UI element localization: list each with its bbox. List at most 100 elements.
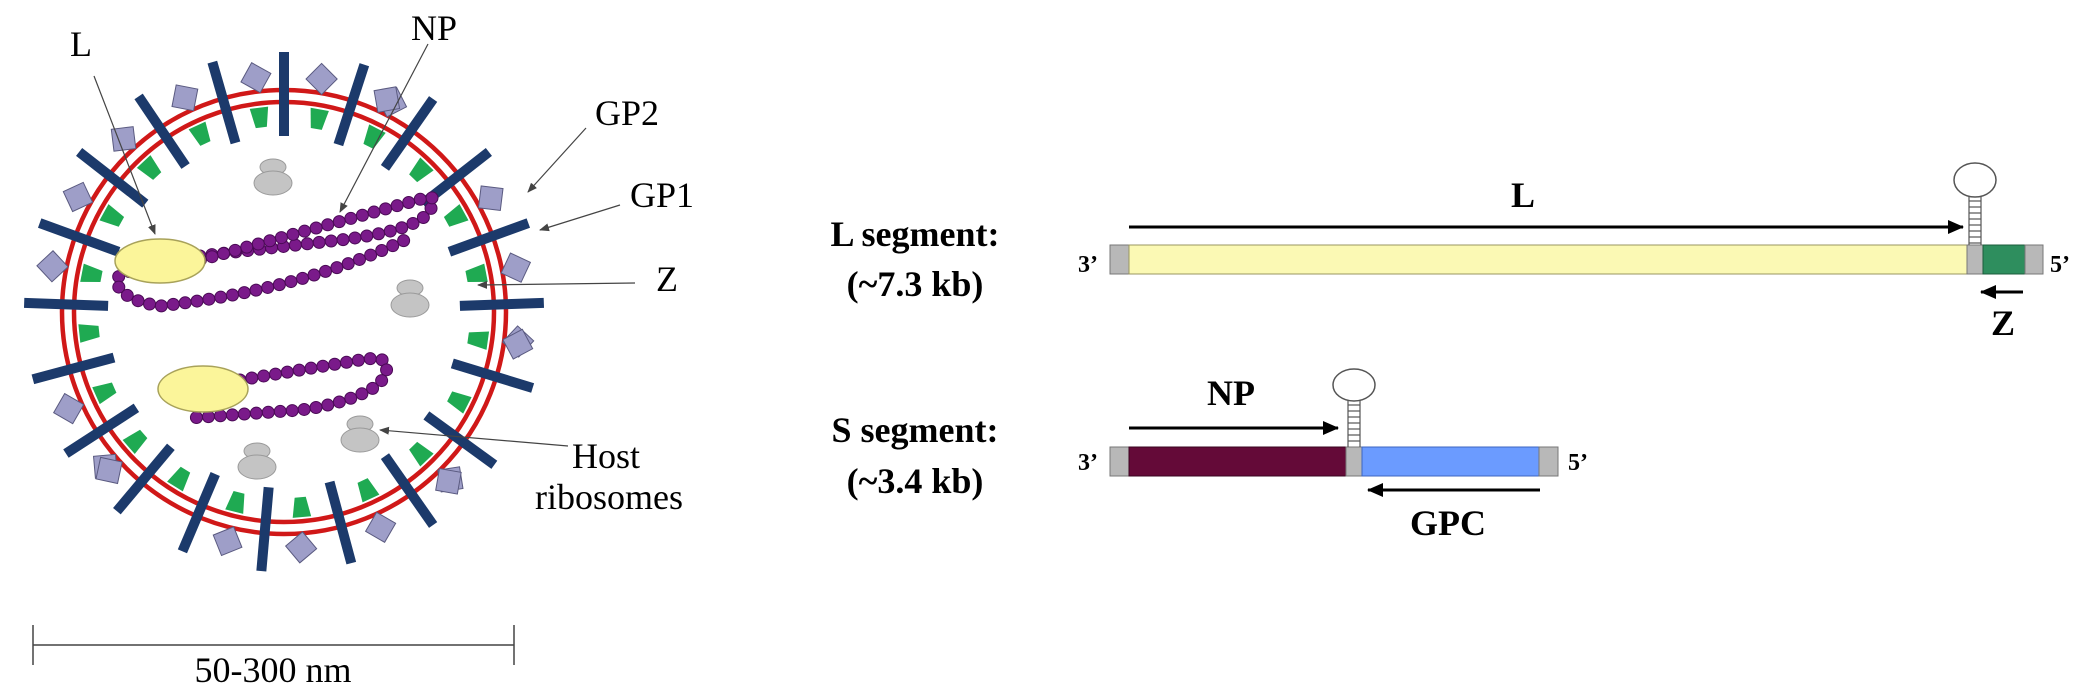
gp1-subunit <box>95 456 123 485</box>
np-bead <box>307 268 321 282</box>
z-protein <box>465 263 488 283</box>
z-protein <box>122 429 148 455</box>
gp2-stalk <box>423 411 498 469</box>
gp2-stalk <box>207 60 241 145</box>
np-bead <box>383 224 397 238</box>
z-gene-bar <box>1982 244 2026 275</box>
label-host-line1: Host <box>572 436 640 476</box>
z-protein <box>357 478 380 503</box>
np-bead <box>286 227 300 241</box>
gp-spike <box>76 126 149 208</box>
np-bead <box>261 405 275 419</box>
gp2-stalk <box>256 486 274 572</box>
np-bead <box>341 257 355 271</box>
callout-l <box>93 75 156 235</box>
gp1-subunit <box>373 86 401 113</box>
gpc-gene-bar <box>1361 446 1540 477</box>
gp-spike <box>447 218 532 283</box>
z-protein <box>136 155 162 180</box>
np-bead <box>390 199 404 213</box>
gp-spike <box>450 328 535 393</box>
s-intergenic <box>1345 446 1363 477</box>
host-ribosome <box>340 415 380 453</box>
np-bead <box>257 369 271 383</box>
np-gene-label: NP <box>1207 373 1255 413</box>
l-segment-5prime: 5’ <box>2050 252 2070 278</box>
np-bead <box>245 371 259 385</box>
gp1-subunit <box>500 252 532 283</box>
gp2-stalk <box>63 403 140 458</box>
s-segment: S segment: (~3.4 kb) 3’ 5’ NP <box>832 368 1588 543</box>
callout-np <box>339 43 429 213</box>
gp2-stalk <box>380 453 438 528</box>
label-l: L <box>70 24 92 64</box>
gp-spike <box>256 486 318 572</box>
np-bead <box>332 215 346 229</box>
gp-spike <box>279 52 338 136</box>
np-bead <box>309 221 323 235</box>
l-utr-5 <box>2024 244 2044 275</box>
gp1-subunit <box>212 526 243 557</box>
np-bead <box>298 224 312 238</box>
np-bead <box>380 363 394 377</box>
np-bead <box>330 261 344 275</box>
np-bead <box>226 288 240 302</box>
z-gene-label: Z <box>1991 303 2015 343</box>
np-bead <box>367 205 381 219</box>
gp-spike <box>63 403 140 485</box>
gp-spike <box>37 181 121 257</box>
z-protein <box>467 331 490 350</box>
z-protein <box>409 157 434 183</box>
np-bead <box>225 408 239 422</box>
np-bead <box>202 292 216 306</box>
np-bead <box>274 231 288 245</box>
gp-spike <box>134 84 199 169</box>
l-segment-3prime: 3’ <box>1078 252 1098 278</box>
np-bead <box>336 233 350 247</box>
np-bead <box>355 208 369 222</box>
z-protein <box>78 324 100 343</box>
l-segment-size: (~7.3 kb) <box>847 264 984 304</box>
gp2-stalk <box>177 472 220 554</box>
l-polymerase <box>157 365 249 413</box>
np-bead <box>351 353 365 367</box>
gp2-stalk <box>31 352 116 385</box>
np-bead <box>425 191 439 205</box>
gp2-stalk <box>113 443 175 515</box>
np-bead <box>324 234 338 248</box>
l-segment-name: L segment: <box>831 214 1000 254</box>
host-ribosome <box>253 158 293 196</box>
gp1-subunit <box>62 181 94 213</box>
np-bead <box>143 297 157 311</box>
np-bead <box>397 234 411 248</box>
l-gene-bar <box>1128 244 1968 275</box>
np-bead <box>344 391 358 405</box>
z-protein <box>443 204 469 227</box>
np-bead <box>190 294 204 308</box>
virion-diagram: L NP GP2 GP1 Z Host ribosomes 50-300 nm <box>23 8 694 690</box>
gp1-subunit <box>36 250 69 283</box>
np-bead <box>328 357 342 371</box>
np-bead <box>406 216 420 230</box>
np-bead <box>416 210 430 224</box>
scale-label: 50-300 nm <box>195 650 352 690</box>
gp2-stalk <box>76 147 149 208</box>
np-bead <box>332 395 346 409</box>
np-bead <box>261 280 275 294</box>
s-utr-5 <box>1538 446 1559 477</box>
label-np: NP <box>411 8 457 48</box>
np-bead <box>363 352 377 366</box>
callout-z <box>477 280 636 289</box>
gp2-stalk <box>447 218 531 257</box>
label-gp2: GP2 <box>595 93 659 133</box>
np-bead <box>237 286 251 300</box>
np-bead <box>166 297 180 311</box>
z-protein <box>363 124 386 149</box>
host-ribosome <box>237 442 277 480</box>
np-bead <box>402 195 416 209</box>
np-bead <box>292 363 306 377</box>
np-bead <box>386 239 400 253</box>
np-bead <box>263 234 277 248</box>
s-segment-size: (~3.4 kb) <box>847 461 984 501</box>
np-bead <box>319 264 333 278</box>
